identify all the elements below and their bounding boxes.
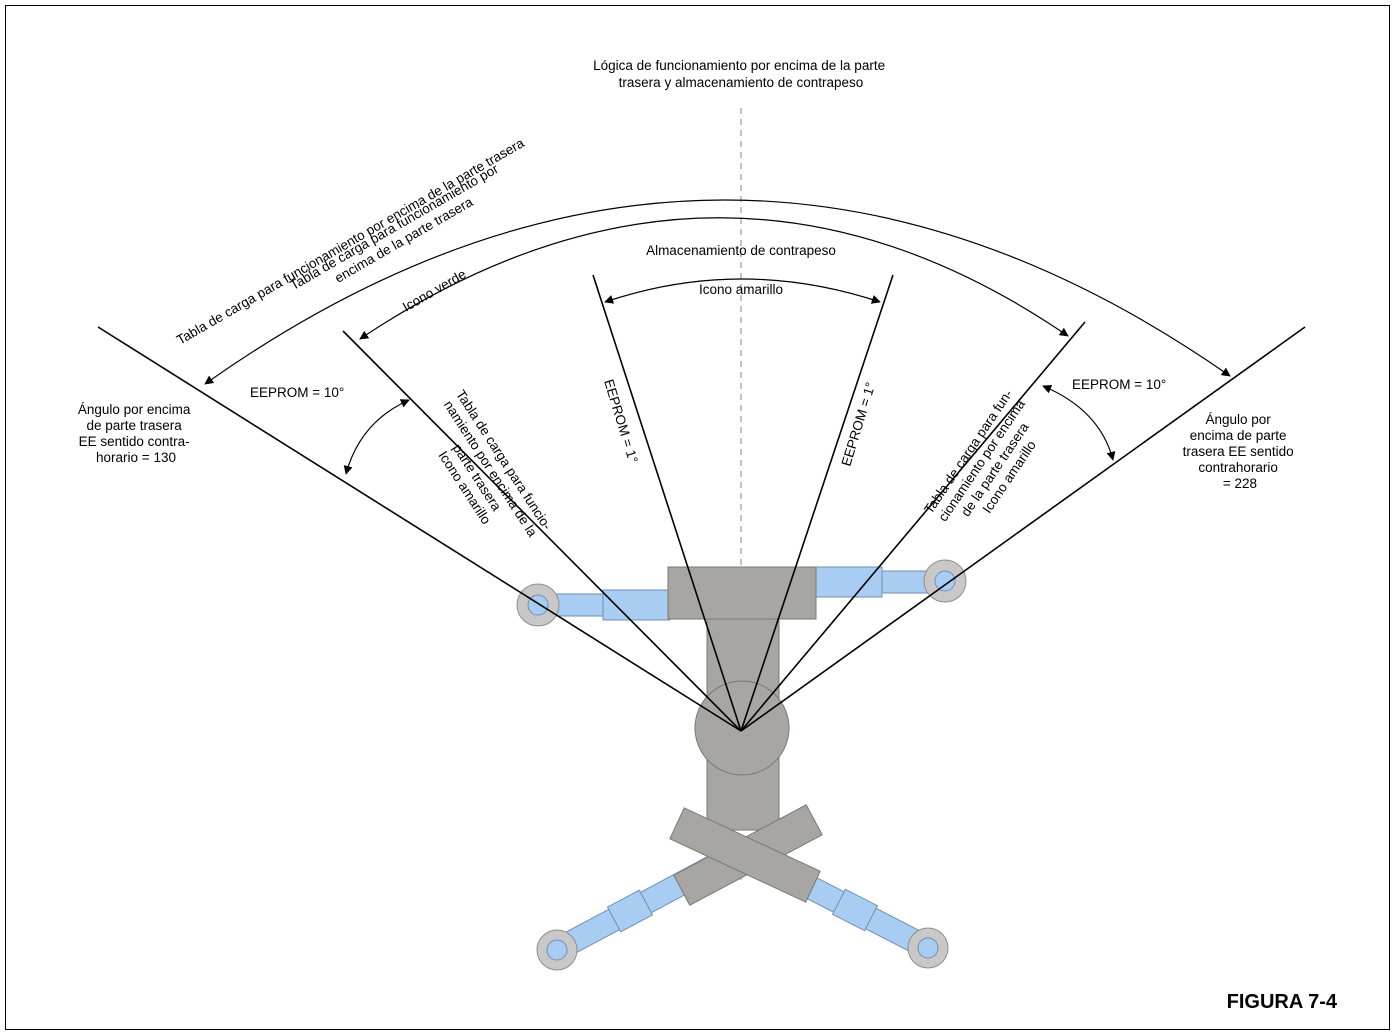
eeprom-left-label: EEPROM = 10° [250, 385, 344, 400]
inner-arc-icon-label: Icono verde [400, 266, 469, 314]
outer-arc-label: Tabla de carga para funcionamiento por e… [174, 135, 527, 347]
left-angle-label: Ángulo por encima de parte trasera EE se… [78, 402, 194, 465]
figure-label: FIGURA 7-4 [1227, 991, 1338, 1013]
right-angle-label: Ángulo por encima de parte trasera EE se… [1183, 412, 1298, 491]
angle-rays [97, 274, 1306, 732]
diagram-title: Lógica de funcionamiento por encima de l… [593, 58, 889, 90]
crane-top-view [516, 559, 967, 971]
right-eeprom-arc [1042, 384, 1116, 461]
eeprom-center-left-label: EEPROM = 1° [601, 377, 641, 464]
outer-arc [204, 199, 1231, 385]
angle-arcs [204, 199, 1231, 475]
outrigger-front-right [815, 559, 967, 603]
eeprom-right-label: EEPROM = 10° [1072, 377, 1166, 392]
counterweight-title: Almacenamiento de contrapeso [646, 243, 836, 258]
left-eeprom-arc [343, 399, 410, 475]
outrigger-front-left [516, 583, 671, 627]
figure-frame [5, 5, 1390, 1030]
inner-arc [359, 217, 1069, 340]
counterweight-icon-label: Icono amarillo [699, 282, 783, 297]
inner-arc-label: Tabla de carga para funcionamiento por e… [287, 159, 512, 307]
eeprom-center-right-label: EEPROM = 1° [839, 380, 879, 467]
counterweight-arc [604, 278, 881, 304]
left-zone-label: Tabla de carga para funcio- namiento por… [413, 387, 557, 562]
